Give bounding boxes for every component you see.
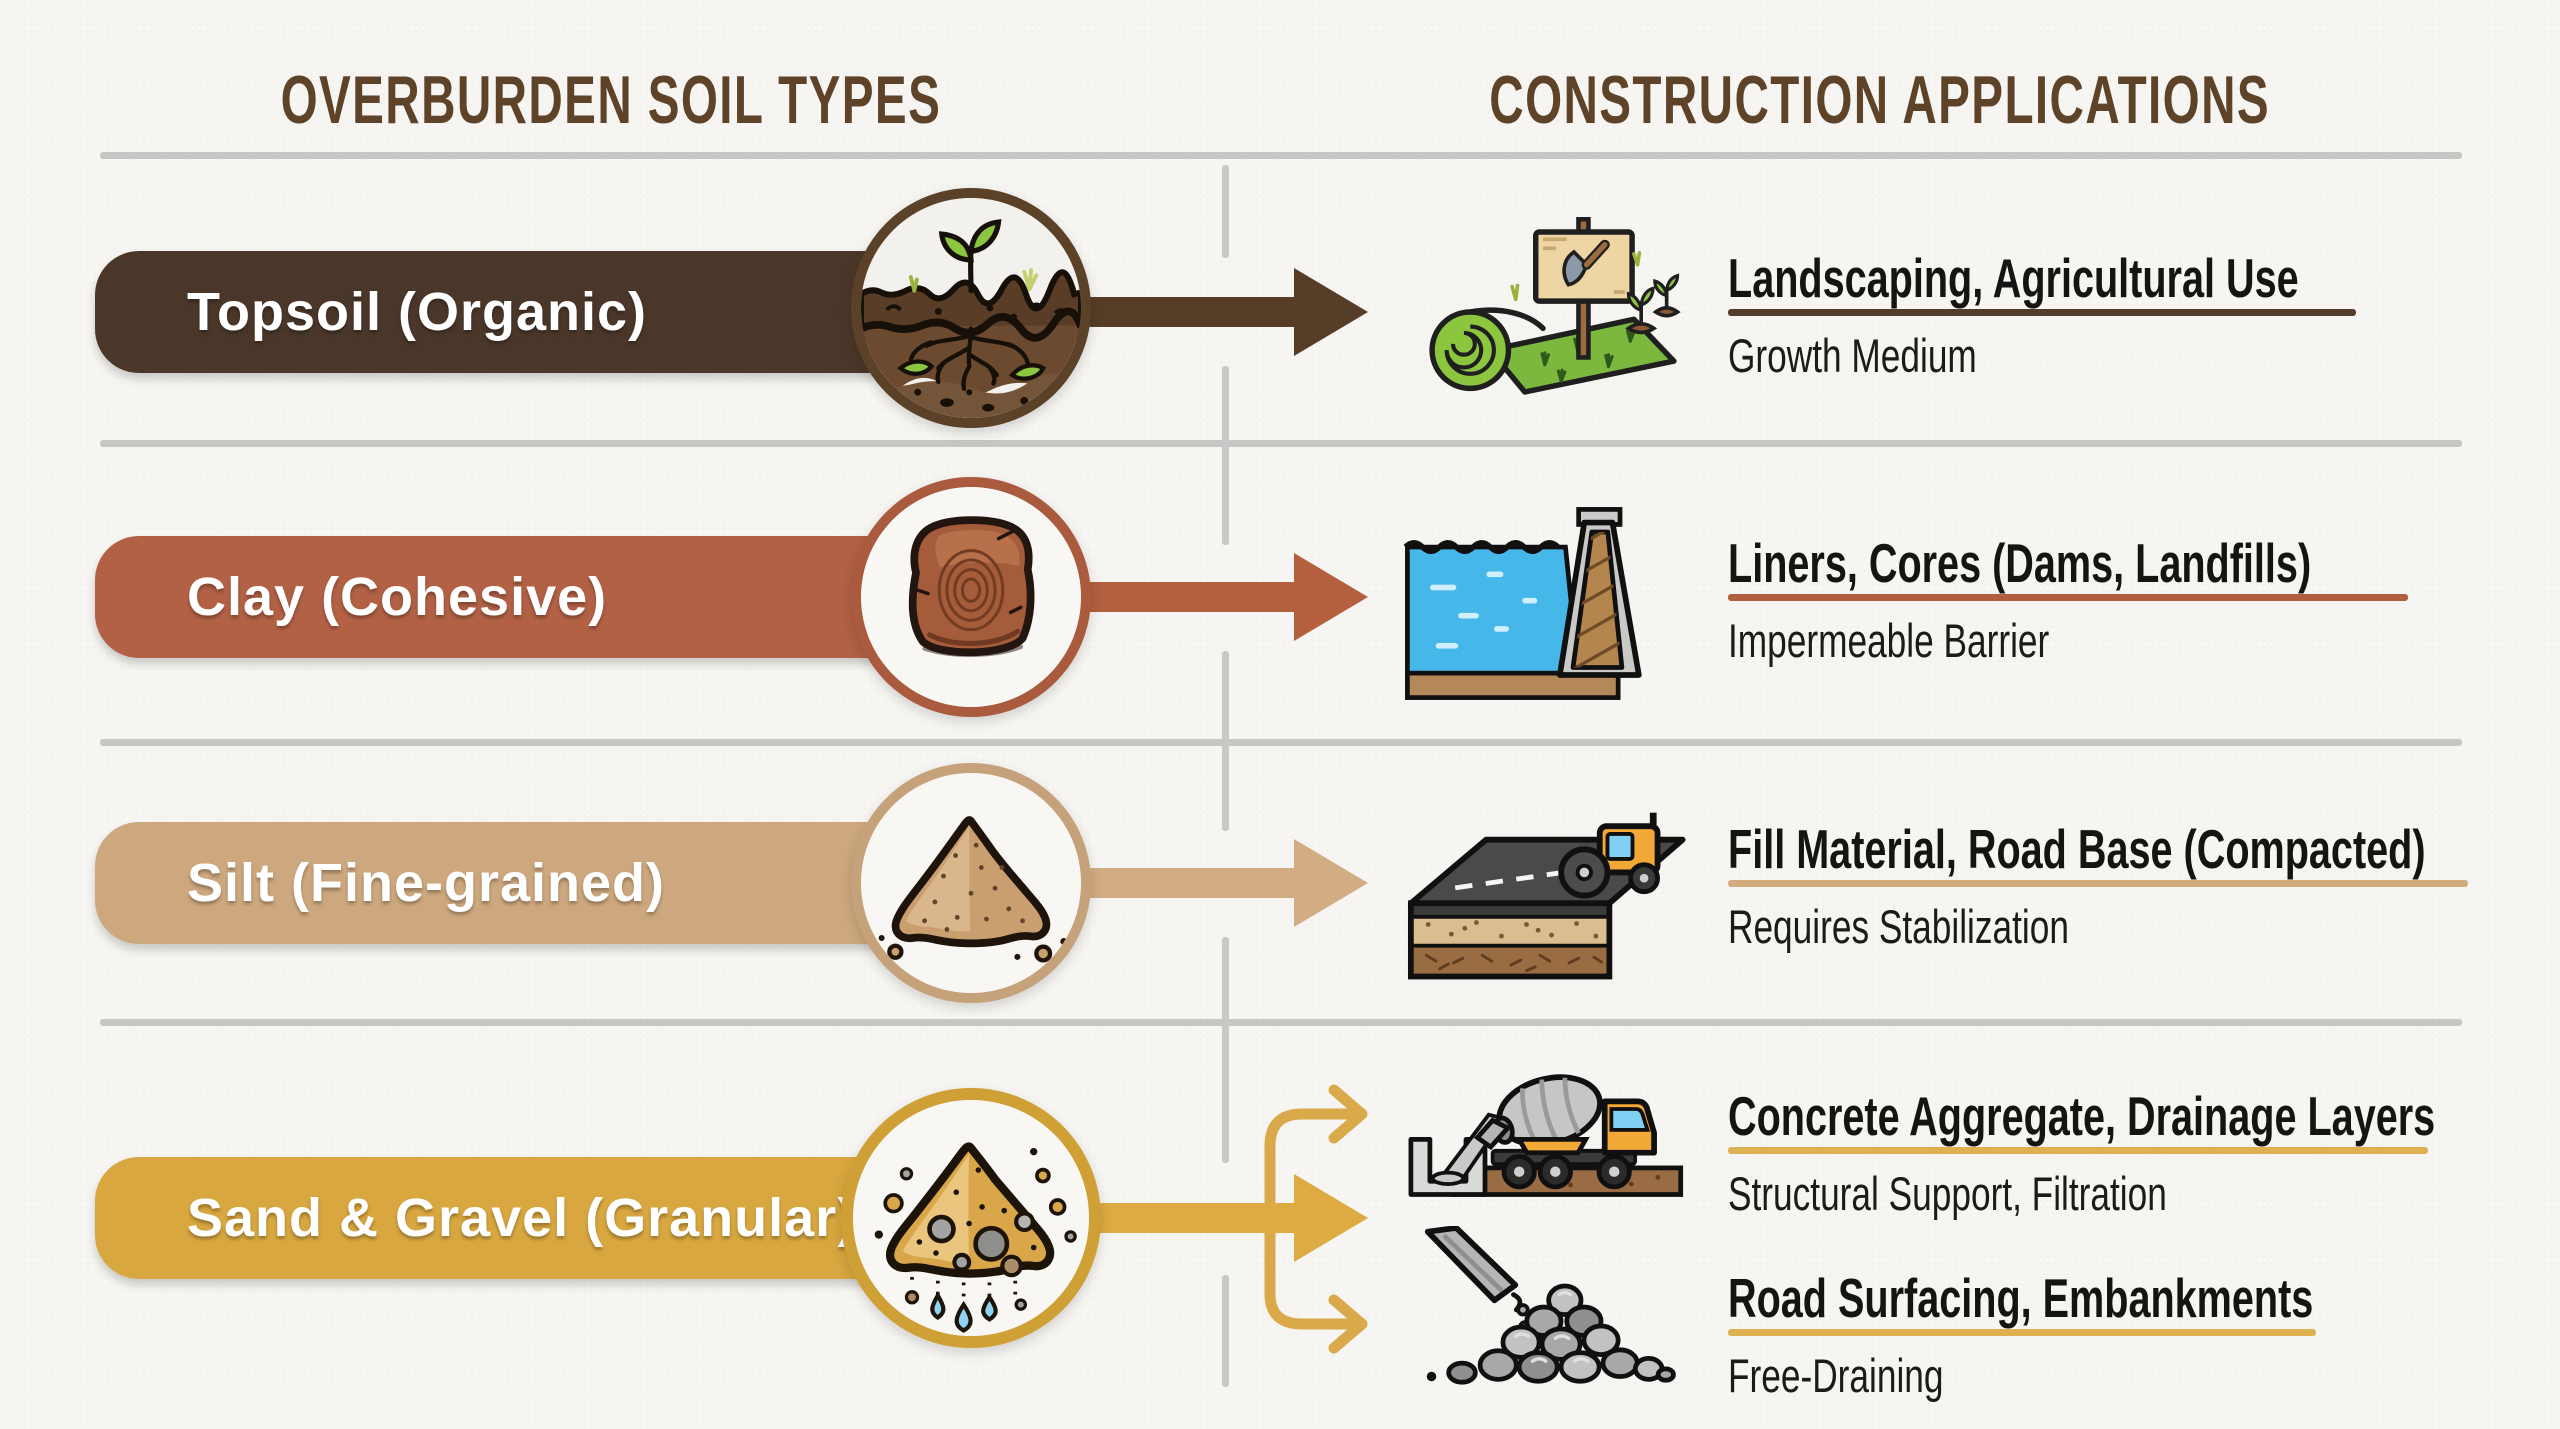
center-divider-seg-2 (1222, 366, 1229, 545)
app-underline (1728, 309, 2356, 316)
app-subtitle-text: Requires Stabilization (1728, 900, 2069, 953)
app-title-concrete: Concrete Aggregate, Drainage Layers (1728, 1088, 2560, 1144)
silt-pile-icon (861, 773, 1081, 993)
row-divider-1 (100, 440, 2462, 447)
concrete-mixer-icon (1408, 1074, 1684, 1197)
topsoil-circle (851, 188, 1091, 428)
center-divider-seg-5 (1222, 1275, 1229, 1387)
road-base-icon (1407, 812, 1686, 980)
water-highlights (1429, 571, 1538, 649)
landscaping-icon (1429, 217, 1681, 395)
pill-topsoil: Topsoil (Organic) (95, 251, 920, 373)
center-divider-seg-4 (1222, 937, 1229, 1163)
right-header-text: CONSTRUCTION APPLICATIONS (1489, 62, 2271, 138)
app-subtitle-liners: Impermeable Barrier (1728, 615, 2156, 667)
roots (908, 326, 1030, 391)
clay-arrow-shaft (1088, 582, 1298, 612)
left-header-text: OVERBURDEN SOIL TYPES (280, 62, 942, 138)
sand-speckles (916, 1167, 1037, 1256)
pill-silt-label: Silt (Fine-grained) (187, 853, 665, 913)
app-title-text: Concrete Aggregate, Drainage Layers (1728, 1085, 2436, 1147)
app-underline (1728, 880, 2468, 887)
landscaping-application-icon (1398, 212, 1688, 412)
app-title-road-surfacing: Road Surfacing, Embankments (1728, 1270, 2541, 1326)
pill-topsoil-label: Topsoil (Organic) (187, 282, 647, 342)
app-subtitle-text: Growth Medium (1728, 329, 1977, 382)
dam-icon (1403, 507, 1642, 700)
fingerprint (937, 549, 1005, 632)
pill-clay: Clay (Cohesive) (95, 536, 920, 658)
stones (1446, 1283, 1676, 1385)
app-subtitle-text: Impermeable Barrier (1728, 614, 2050, 667)
base-speckles (1425, 920, 1599, 939)
header-divider-line (100, 152, 2462, 159)
pill-silt: Silt (Fine-grained) (95, 822, 920, 944)
silt-speckles (922, 842, 1025, 932)
app-underline (1728, 594, 2408, 601)
silt-arrow-shaft (1088, 868, 1298, 898)
app-subtitle-fill-material: Requires Stabilization (1728, 901, 2183, 953)
clay-lump-icon (861, 487, 1081, 707)
seedlings (1625, 273, 1681, 335)
app-underline (1728, 1329, 2316, 1336)
app-title-text: Road Surfacing, Embankments (1728, 1267, 2314, 1329)
subsoil-dashes (1424, 953, 1604, 973)
roller-compactor (1558, 812, 1661, 899)
clay-circle (851, 477, 1091, 717)
silt-circle (851, 763, 1091, 1003)
pill-sand-gravel: Sand & Gravel (Granular) (95, 1157, 920, 1279)
row-divider-3 (100, 1019, 2462, 1026)
sand-arrow-shaft (1088, 1203, 1298, 1233)
center-divider-seg-1 (1222, 165, 1229, 258)
app-title-liners: Liners, Cores (Dams, Landfills) (1728, 535, 2538, 591)
right-column-header: CONSTRUCTION APPLICATIONS (1230, 64, 2530, 136)
water-drops (904, 1290, 1028, 1333)
app-subtitle-road-surfacing: Free-Draining (1728, 1350, 2015, 1402)
road-base-application-icon (1393, 778, 1687, 990)
sand-gravel-circle (841, 1088, 1101, 1348)
dam-application-icon (1395, 500, 1687, 707)
pill-sand-gravel-label: Sand & Gravel (Granular) (187, 1188, 857, 1248)
silt-arrow-head (1294, 839, 1368, 927)
app-title-fill-material: Fill Material, Road Base (Compacted) (1728, 821, 2560, 877)
app-title-text: Landscaping, Agricultural Use (1728, 247, 2299, 309)
sand-arrow-head (1294, 1174, 1368, 1262)
center-divider-seg-3 (1222, 651, 1229, 831)
app-title-text: Fill Material, Road Base (Compacted) (1728, 818, 2426, 880)
concrete-mixer-application-icon (1398, 1052, 1686, 1204)
clay-arrow-head (1294, 553, 1368, 641)
gravel-pile-application-icon (1398, 1226, 1686, 1386)
app-underline (1728, 1147, 2428, 1154)
topsoil-profile-icon (861, 198, 1081, 418)
gravel-pile-icon (1424, 1226, 1676, 1385)
app-subtitle-text: Free-Draining (1728, 1349, 1944, 1402)
pill-clay-label: Clay (Cohesive) (187, 567, 608, 627)
topsoil-arrow-head (1294, 268, 1368, 356)
left-column-header: OVERBURDEN SOIL TYPES (0, 64, 1222, 136)
app-title-text: Liners, Cores (Dams, Landfills) (1728, 532, 2312, 594)
sand-gravel-branch-connector (1264, 1084, 1368, 1354)
app-subtitle-concrete: Structural Support, Filtration (1728, 1168, 2313, 1220)
app-subtitle-text: Structural Support, Filtration (1728, 1167, 2167, 1220)
sand-gravel-icon (853, 1100, 1089, 1336)
app-title-landscaping: Landscaping, Agricultural Use (1728, 250, 2521, 306)
topsoil-arrow-shaft (1088, 297, 1298, 327)
row-divider-2 (100, 739, 2462, 746)
app-subtitle-landscaping: Growth Medium (1728, 330, 2060, 382)
